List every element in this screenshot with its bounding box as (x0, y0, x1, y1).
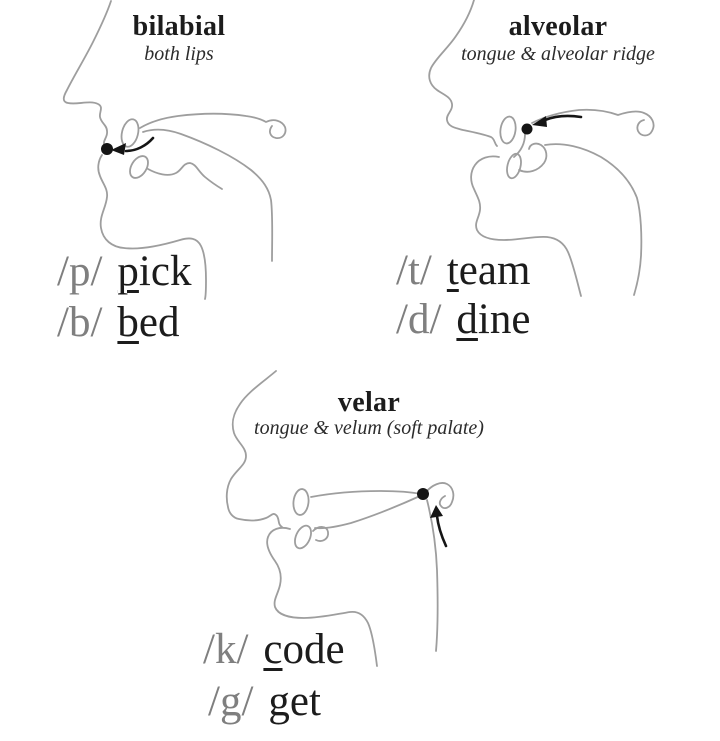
example-word: get (268, 676, 321, 728)
pharynx-path (544, 143, 643, 296)
figure-subtitle-bilabial: both lips (144, 43, 214, 65)
head-profile-lower-path (470, 155, 582, 297)
underlined-letter: d (456, 296, 478, 343)
head-profile-lower-path (97, 154, 207, 300)
upper-teeth-oval (292, 488, 310, 516)
phoneme-entry: /b/ bed (57, 297, 180, 349)
palate-path (310, 490, 422, 498)
phoneme-label: /k/ (203, 626, 249, 673)
head-diagram-velar (225, 370, 455, 667)
velum-hook-path (425, 482, 455, 509)
tongue-tip-path (513, 133, 526, 158)
articulation-arrow-head (111, 143, 126, 155)
articulation-arrow-shaft (543, 114, 583, 122)
underlined-letter: g (268, 678, 290, 725)
figure-title-bilabial: bilabial (132, 11, 226, 42)
underlined-letter: b (117, 299, 139, 346)
example-word: code (263, 624, 344, 676)
palate-velum-path (139, 112, 287, 139)
articulation-point-dot (101, 143, 113, 155)
articulation-point-dot (417, 488, 429, 500)
example-word: team (447, 245, 531, 297)
articulation-point-dot (521, 123, 533, 135)
phoneme-label: /t/ (396, 247, 432, 294)
articulation-arrow-head (430, 505, 443, 518)
phoneme-entry: /p/ pick (57, 246, 191, 298)
lower-teeth-oval (129, 155, 149, 179)
word-rest: eam (458, 247, 531, 294)
underlined-letter: c (263, 626, 283, 673)
phoneme-entry: /d/ dine (396, 294, 530, 346)
word-rest: ine (477, 296, 531, 343)
phoneme-label: /p/ (57, 248, 103, 295)
phoneme-entry: /t/ team (396, 245, 530, 297)
figure-title-velar: velar (337, 387, 401, 418)
word-rest: ed (138, 299, 180, 346)
phoneme-entry: /k/ code (203, 624, 345, 676)
phoneme-entry: /g/ get (208, 676, 321, 728)
head-profile-upper-path (62, 0, 112, 145)
example-word: pick (117, 246, 191, 298)
pharynx-path (142, 128, 274, 262)
figure-subtitle-alveolar: tongue & alveolar ridge (461, 43, 655, 65)
articulation-arrow-shaft (435, 514, 448, 548)
head-profile-upper-path (225, 370, 283, 528)
example-word: dine (456, 294, 530, 346)
phoneme-label: /d/ (396, 296, 442, 343)
phoneme-label: /b/ (57, 299, 103, 346)
upper-teeth-oval (499, 115, 517, 145)
head-diagram-alveolar (428, 0, 655, 297)
articulation-arrow-shaft (124, 136, 155, 153)
tongue-path (314, 495, 421, 530)
word-rest: ick (138, 248, 192, 295)
underlined-letter: t (446, 247, 459, 294)
upper-teeth-oval (120, 118, 140, 148)
throat-path (426, 499, 439, 652)
mouth-corner-path (518, 142, 548, 173)
lower-teeth-oval (294, 524, 312, 550)
head-profile-lower-path (266, 526, 378, 667)
word-rest: ode (282, 626, 345, 673)
tongue-path (147, 162, 223, 190)
articulation-arrow-head (532, 116, 547, 127)
head-diagram-bilabial (62, 0, 287, 300)
example-word: bed (117, 297, 179, 349)
figure-subtitle-velar: tongue & velum (soft palate) (254, 417, 484, 439)
word-rest: et (289, 678, 321, 725)
phoneme-label: /g/ (208, 678, 254, 725)
head-profile-upper-path (428, 0, 498, 147)
palate-velum-path (531, 108, 655, 137)
figure-title-alveolar: alveolar (508, 11, 608, 42)
underlined-letter: p (117, 248, 139, 295)
